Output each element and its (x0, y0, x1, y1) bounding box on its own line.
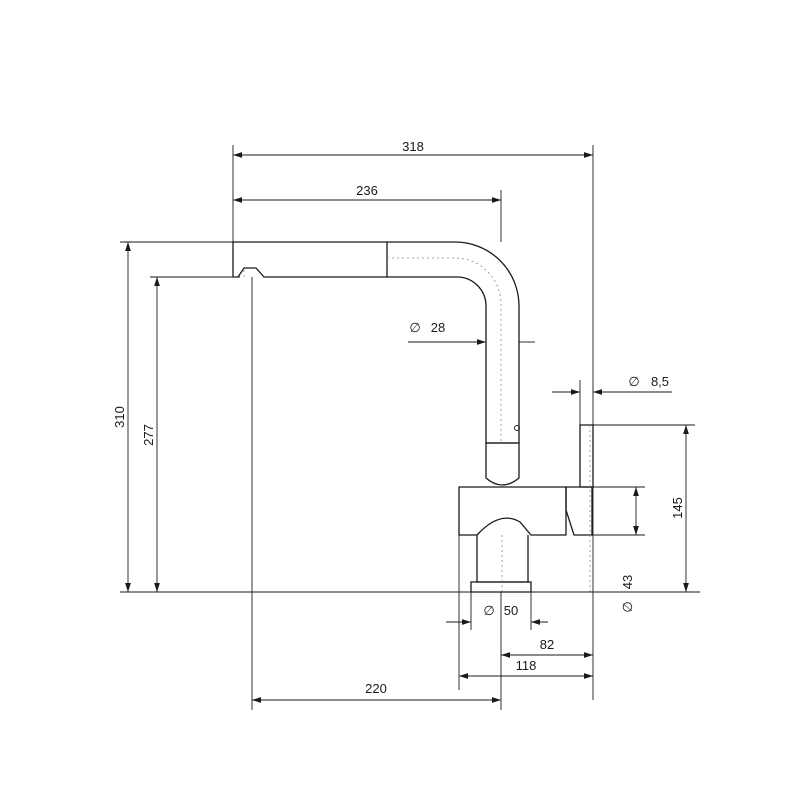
dim-label-overall-reach: 318 (402, 139, 424, 154)
faucet-outline (232, 241, 594, 593)
dim-label-lever-diameter-symbol: ∅ (628, 374, 639, 389)
faucet-base (470, 581, 532, 593)
extension-lines (120, 145, 700, 710)
dimension-labels: 318 236 ∅ 28 ∅ 8,5 310 277 145 ∅ 43 ∅ 50… (112, 139, 685, 696)
dim-label-body-diameter-symbol: ∅ (620, 601, 635, 612)
dim-label-lever-diameter: 8,5 (651, 374, 669, 389)
dim-label-spout-reach: 236 (356, 183, 378, 198)
spout-head (232, 241, 388, 278)
dim-label-outlet-height: 277 (141, 424, 156, 446)
dim-label-body-reach: 118 (516, 658, 537, 673)
dim-label-base-diameter-symbol: ∅ (483, 603, 494, 618)
dimension-lines (125, 152, 689, 703)
dim-label-base-diameter: 50 (504, 603, 518, 618)
dim-label-spout-diameter-symbol: ∅ (409, 320, 420, 335)
dim-label-body-diameter: 43 (620, 575, 635, 589)
spout-dot (514, 425, 520, 431)
dim-label-spout-to-center: 220 (365, 681, 387, 696)
hidden-line (387, 257, 502, 443)
faucet-stem (476, 535, 529, 583)
spout-collar (485, 442, 520, 486)
hidden-lines (243, 257, 591, 592)
dim-label-base-to-lever: 82 (540, 637, 554, 652)
faucet-lever (565, 486, 593, 536)
dim-label-total-height: 310 (112, 406, 127, 428)
lever-handle (579, 424, 594, 488)
faucet-body (458, 486, 567, 536)
dim-label-lever-height: 145 (670, 497, 685, 519)
dim-label-spout-diameter: 28 (431, 320, 445, 335)
spout-arc (387, 241, 520, 444)
